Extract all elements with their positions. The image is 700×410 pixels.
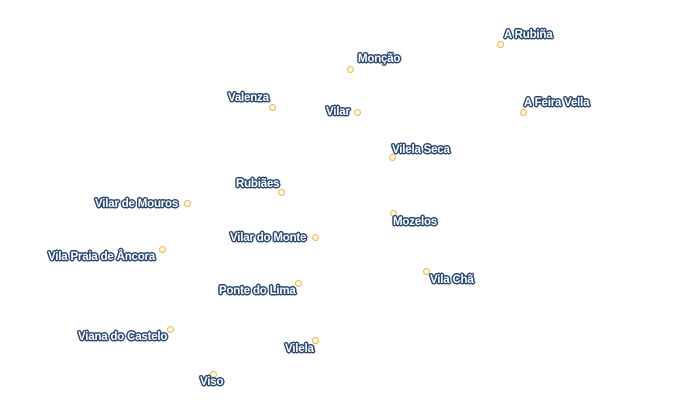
place-marker-icon[interactable]: [388, 153, 396, 161]
place-label: Mozelos: [393, 216, 437, 228]
place-marker-icon[interactable]: [294, 279, 302, 287]
place-label: Rubiães: [236, 178, 280, 190]
place-label: Vilar de Mouros: [95, 198, 179, 210]
place-label: Vilela: [285, 343, 314, 355]
place-marker-icon[interactable]: [277, 188, 285, 196]
place-marker-icon[interactable]: [158, 245, 166, 253]
place-label: Vila Chã: [430, 274, 474, 286]
place-label: Valenza: [228, 92, 269, 104]
place-marker-icon[interactable]: [183, 199, 191, 207]
place-label: A Rubiña: [504, 29, 553, 41]
place-marker-icon[interactable]: [311, 336, 319, 344]
place-label: Viana do Castelo: [78, 331, 168, 343]
place-label: Viso: [200, 376, 224, 388]
place-marker-icon[interactable]: [209, 370, 217, 378]
place-label: A Feira Vella: [524, 97, 590, 109]
place-marker-icon[interactable]: [346, 65, 354, 73]
place-marker-icon[interactable]: [166, 325, 174, 333]
place-marker-icon[interactable]: [389, 209, 397, 217]
place-marker-icon[interactable]: [268, 103, 276, 111]
place-label: Vilela Seca: [392, 144, 450, 156]
place-marker-icon[interactable]: [353, 108, 361, 116]
place-marker-icon[interactable]: [311, 233, 319, 241]
place-label: Vila Praia de Âncora: [48, 251, 156, 263]
place-marker-icon[interactable]: [422, 267, 430, 275]
place-label: Ponte do Lima: [219, 285, 296, 297]
place-label: Vilar do Monte: [230, 232, 307, 244]
place-label: Vilar: [326, 106, 350, 118]
place-marker-icon[interactable]: [496, 40, 504, 48]
place-marker-icon[interactable]: [519, 108, 527, 116]
place-label: Monção: [358, 53, 401, 65]
